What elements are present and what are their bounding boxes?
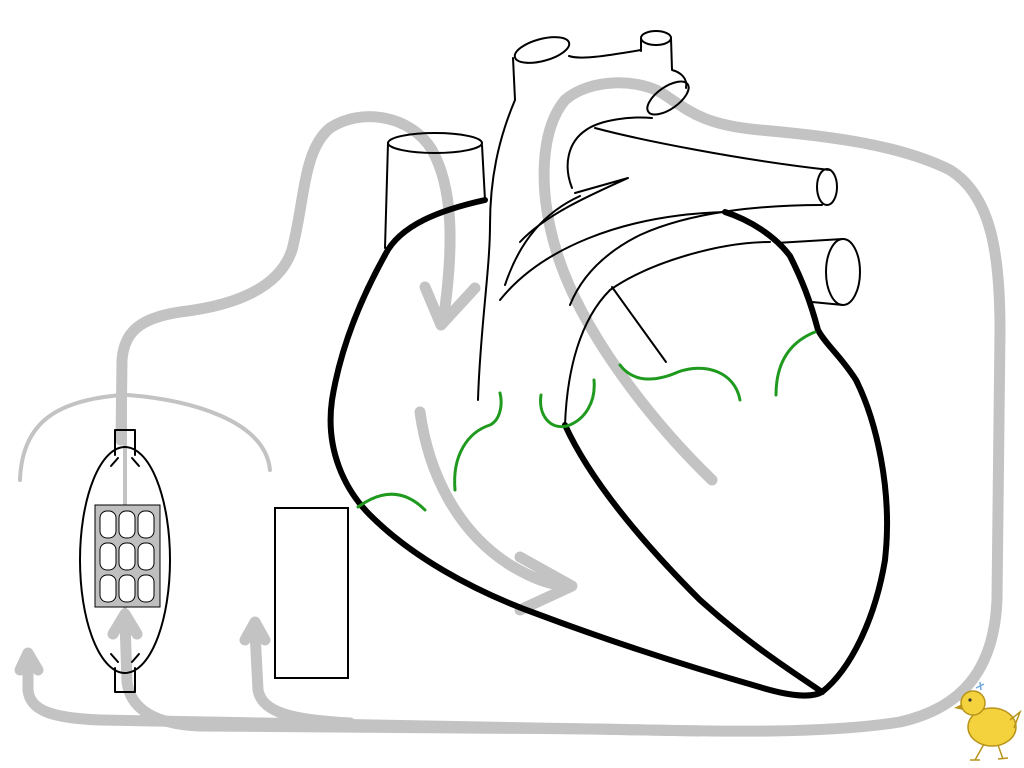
valve-arcs xyxy=(356,330,817,512)
pulmonary-artery-upper-wall xyxy=(594,127,831,171)
venous-return-arrowhead xyxy=(419,281,481,331)
organ-inlet-port xyxy=(114,429,136,456)
organ-outlet-valve-right xyxy=(131,653,140,663)
aorta-right-wall xyxy=(504,195,581,286)
pulmonary-vein-lower-wall xyxy=(811,301,844,306)
ventricle-flow-path xyxy=(414,406,574,592)
organ-inlet-valve-left xyxy=(110,457,119,467)
valve-arc-3 xyxy=(539,378,596,429)
atrium-boundary-line xyxy=(499,211,726,301)
return-branch-left xyxy=(22,656,706,737)
venous-return-path xyxy=(115,111,456,446)
aorta-arch-inner xyxy=(566,116,653,189)
tissue-cell xyxy=(99,510,117,539)
valve-arc-1 xyxy=(356,492,427,512)
capillary-organ xyxy=(79,429,171,693)
return-arrowhead-left xyxy=(14,647,44,676)
doodle-head xyxy=(960,690,986,716)
tissue-cells xyxy=(99,510,155,603)
pulmonary-artery-lower-wall xyxy=(569,204,823,306)
organ-capsule xyxy=(79,446,171,674)
doodle-body xyxy=(967,707,1017,747)
pulmonary-vein-upper-wall xyxy=(775,238,844,244)
pulmonary-trunk-fork xyxy=(519,177,629,243)
valve-arc-2 xyxy=(453,391,503,492)
tissue-cell xyxy=(118,542,136,571)
circulation-flow-paths xyxy=(14,77,1006,737)
left-ventricle-inner-line xyxy=(564,241,771,426)
systemic-loop-path xyxy=(119,77,1006,737)
doodle-spark xyxy=(975,681,985,691)
ventricle-flow-arrowhead xyxy=(514,551,578,616)
aorta-branch-3-opening xyxy=(646,80,690,116)
tissue-cell xyxy=(137,542,155,571)
tissue-cell xyxy=(99,542,117,571)
tissue-cell xyxy=(137,574,155,603)
tissue-cell xyxy=(118,510,136,539)
aorta-left-wall xyxy=(477,57,516,401)
chick-doodle-icon xyxy=(954,681,1022,761)
return-arrowhead-middle xyxy=(239,616,271,646)
organ-outlet-valve-left xyxy=(110,653,119,663)
mitral-chord-line xyxy=(611,286,667,363)
organ-inlet-valve-right xyxy=(131,457,140,467)
vena-cava-right-wall xyxy=(481,144,486,201)
doodle-eye xyxy=(968,698,972,702)
doodle-wing xyxy=(1009,709,1022,729)
left-heart-border xyxy=(722,209,890,695)
organ-outlet-port xyxy=(114,667,136,693)
aorta-branch-2-wall-right xyxy=(670,37,688,89)
aorta-branch-1-opening xyxy=(513,36,571,64)
pulmonary-artery-opening xyxy=(816,168,838,206)
valve-arc-4 xyxy=(618,363,742,402)
great-vessels xyxy=(384,30,861,426)
interventricular-septum xyxy=(562,422,825,695)
tissue-cell xyxy=(99,574,117,603)
branch-left-line xyxy=(18,393,124,482)
vena-cava-left-wall xyxy=(384,142,389,249)
valve-arc-5 xyxy=(774,330,817,397)
right-heart-border xyxy=(327,197,825,699)
doodle-beak xyxy=(954,704,963,710)
return-branch-middle xyxy=(249,626,356,729)
branch-right-line xyxy=(126,393,272,472)
tissue-cell xyxy=(118,574,136,603)
heart-outline xyxy=(327,197,890,699)
aorta-arch-top xyxy=(568,49,642,59)
doodle-legs xyxy=(970,743,1009,761)
tissue-cell xyxy=(137,510,155,539)
secondary-organ-box xyxy=(274,507,349,679)
